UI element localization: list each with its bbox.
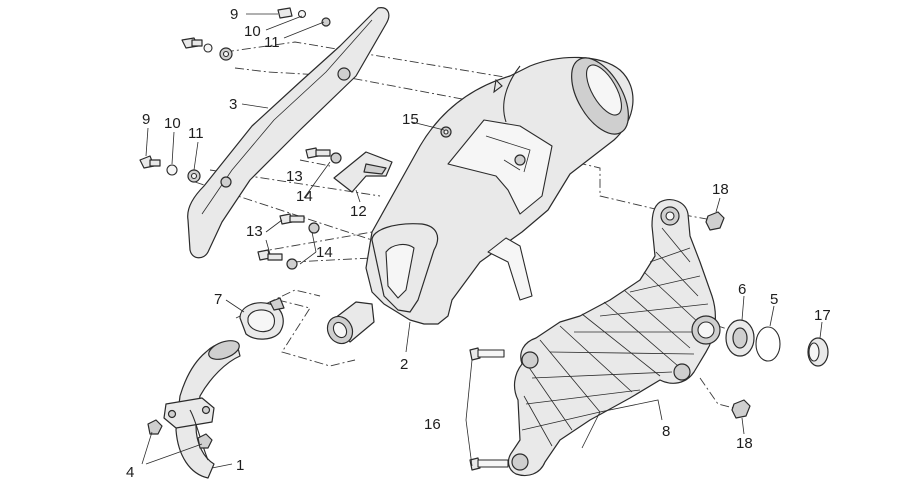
callout-9-left: 9 xyxy=(142,111,150,128)
bracket-lattice xyxy=(521,227,709,447)
muffler-hanger xyxy=(487,237,533,301)
upper-washer-10 xyxy=(297,9,307,19)
callout-13-upper: 13 xyxy=(286,168,303,185)
muffler-end-cap-inner xyxy=(586,64,622,116)
support-plate-hole xyxy=(514,154,526,166)
part-2-muffler xyxy=(326,56,634,345)
bracket-foot-boss xyxy=(511,453,529,471)
leader-lines xyxy=(141,13,823,469)
clip-washer-14-b xyxy=(308,222,320,234)
callout-18-lower: 18 xyxy=(736,435,753,452)
heat-shield-upper-hole xyxy=(337,67,351,81)
callout-13-lower: 13 xyxy=(246,223,263,240)
callout-1: 1 xyxy=(236,457,244,474)
part-12-clip xyxy=(333,151,393,193)
left-washer-10 xyxy=(166,164,178,176)
clip-washer-14-c xyxy=(286,258,298,270)
part-18-nut-upper xyxy=(705,211,725,231)
callout-15: 15 xyxy=(402,111,419,128)
callout-5: 5 xyxy=(770,291,778,308)
callout-10-top: 10 xyxy=(244,23,261,40)
part-18-nut-lower xyxy=(731,399,751,419)
clip-fasteners xyxy=(257,126,452,270)
callout-14-upper: 14 xyxy=(296,188,313,205)
heat-shield-lower-hole xyxy=(220,176,232,188)
callout-labels: 9 10 11 3 9 10 11 13 14 12 15 13 14 7 2 … xyxy=(126,6,831,481)
callout-8: 8 xyxy=(662,423,670,440)
mid-washer-10 xyxy=(203,43,213,53)
bearing-parts xyxy=(705,211,829,419)
muffler-support-plate xyxy=(447,119,553,215)
bracket-top-hole xyxy=(665,211,675,221)
callout-2: 2 xyxy=(400,356,408,373)
callout-6: 6 xyxy=(738,281,746,298)
callout-14-lower: 14 xyxy=(316,244,333,261)
bolt-16-upper-shank xyxy=(477,349,505,358)
bolt-16-lower-shank xyxy=(477,459,509,468)
callout-11-top: 11 xyxy=(264,34,280,51)
bracket-bearing-hole xyxy=(697,321,715,339)
upper-bolt-9 xyxy=(277,7,293,19)
callout-17: 17 xyxy=(814,307,831,324)
part-3-heat-shield xyxy=(187,7,390,259)
part-1-header-pipe xyxy=(163,340,241,479)
callout-10-left: 10 xyxy=(164,115,181,132)
part-7-clamp xyxy=(239,297,285,340)
upper-fasteners xyxy=(181,7,331,61)
callout-11-left: 11 xyxy=(188,125,204,142)
part-16-bolts xyxy=(469,347,509,471)
clamp-bolt xyxy=(269,297,285,311)
header-pipe-outlet xyxy=(208,340,240,360)
left-fasteners xyxy=(139,155,201,183)
callout-18-upper: 18 xyxy=(712,181,729,198)
clip-washer-14-a xyxy=(330,152,342,164)
mid-bolt-shank xyxy=(191,39,203,47)
part-5-circlip xyxy=(755,326,781,362)
callout-9-top: 9 xyxy=(230,6,238,23)
callout-16: 16 xyxy=(424,416,441,433)
stud-nut-4-a xyxy=(147,419,163,435)
callout-7: 7 xyxy=(214,291,222,308)
bracket-lower-boss xyxy=(673,363,691,381)
header-pipe-flange xyxy=(163,397,215,429)
part-8-bracket xyxy=(507,199,721,477)
callout-3: 3 xyxy=(229,96,237,113)
bracket-left-boss xyxy=(521,351,539,369)
upper-nut-11 xyxy=(321,17,331,27)
callout-12: 12 xyxy=(350,203,367,220)
callout-4: 4 xyxy=(126,464,134,481)
